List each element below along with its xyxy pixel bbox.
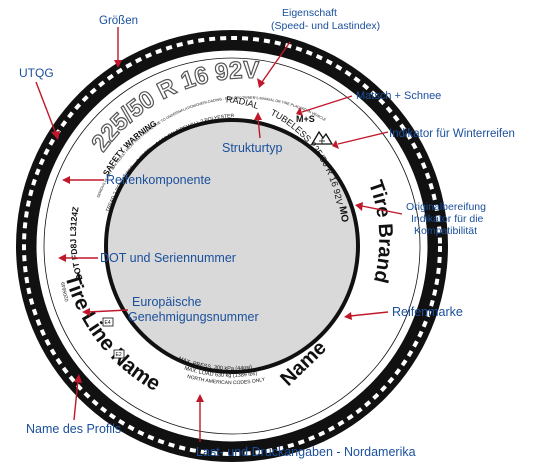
leader-matsch: [301, 95, 353, 113]
leader-eigenschaft: [261, 41, 291, 83]
label-reifenmarke: Reifenmarke: [392, 305, 463, 319]
label-original-2: Indikator für die: [411, 213, 484, 225]
leader-winter: [337, 131, 389, 145]
arrow-matsch: [296, 107, 303, 116]
leader-utqg: [35, 81, 57, 135]
leader-profil: [73, 379, 79, 421]
e-mark-1: E4: [105, 320, 111, 326]
oe-marking: MO: [336, 205, 350, 223]
e-number: 0205649: [60, 281, 70, 302]
label-eigenschaft-1: Eigenschaft: [282, 7, 337, 19]
e-mark-2: E2: [116, 352, 122, 358]
label-original-3: Kompatibilität: [414, 225, 477, 237]
label-utqg: UTQG: [19, 66, 54, 80]
leader-original: [361, 205, 403, 215]
label-reifenkomponente: Reifenkomponente: [106, 173, 211, 187]
leader-euro: [87, 309, 129, 313]
leader-reifenmarke: [349, 311, 389, 317]
arrow-strukturtyp: [254, 112, 262, 120]
label-profil: Name des Profils: [26, 422, 121, 436]
sidewall-ring: [43, 57, 421, 435]
e-mark-box-1: E4: [102, 317, 114, 327]
callout-labels: Größen Eigenschaft (Speed- und Lastindex…: [19, 7, 515, 459]
leader-strukturtyp: [257, 117, 261, 139]
mountain-icon: [310, 130, 334, 145]
label-euro-1: Europäische: [132, 295, 202, 309]
arrow-lastdruck: [196, 394, 204, 402]
label-original-1: Originalbereifung: [406, 201, 486, 213]
arrow-dot: [58, 254, 66, 262]
label-winter: Indikator für Winterreifen: [389, 128, 515, 140]
label-strukturtyp: Strukturtyp: [222, 141, 282, 155]
winter-symbol-icon: [310, 130, 334, 145]
arrow-eigenschaft: [257, 78, 265, 88]
ms-marking: M+S: [296, 114, 315, 124]
arrow-groessen: [114, 60, 122, 68]
e-mark-1-box: [102, 317, 114, 327]
label-matsch: Matsch + Schnee: [356, 90, 441, 102]
label-lastdruck: Last- und Druckangaben - Nordamerika: [196, 445, 416, 459]
label-groessen: Größen: [99, 15, 138, 27]
arrow-reifenmarke: [344, 312, 352, 320]
leader-lines: [35, 27, 403, 442]
arrow-reifenkomponente: [62, 176, 70, 184]
label-eigenschaft-2: (Speed- und Lastindex): [271, 20, 380, 32]
rim: [108, 122, 356, 370]
arrow-utqg: [51, 131, 60, 140]
e-mark-2-box: [113, 349, 125, 359]
arrow-winter: [332, 140, 339, 149]
label-dot: DOT und Seriennummer: [100, 251, 236, 265]
arrow-euro: [82, 308, 90, 316]
label-euro-2: Genehmigungsnummer: [128, 310, 259, 324]
arrow-original: [355, 202, 363, 211]
arrow-profil: [74, 374, 82, 383]
e-mark-box-2: E2: [113, 349, 125, 359]
tread-blocks-outer: [22, 36, 442, 456]
